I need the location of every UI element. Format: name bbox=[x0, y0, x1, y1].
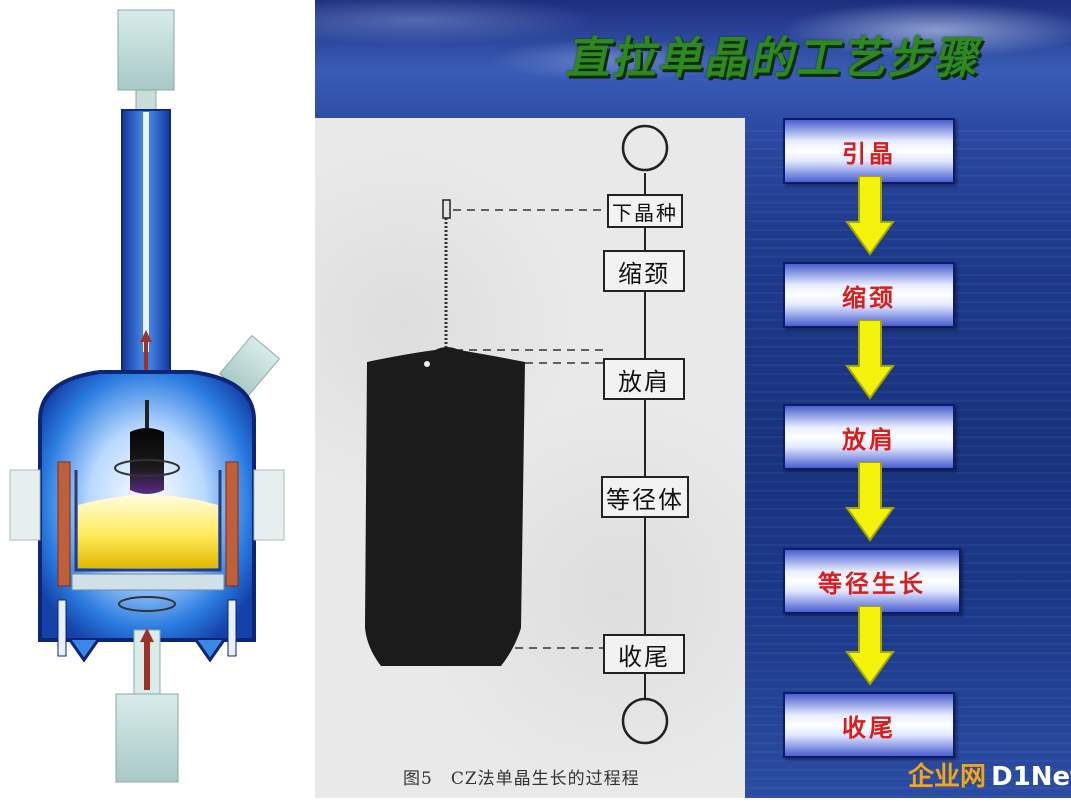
seed-crystal bbox=[442, 199, 451, 219]
top-motor-neck bbox=[135, 89, 157, 111]
stage-shoulder: 放肩 bbox=[603, 358, 685, 400]
stage-body: 等径体 bbox=[601, 476, 689, 518]
cz-process-figure: 下晶种 缩颈 放肩 等径体 收尾 图5 CZ法单晶生长的过程程 bbox=[315, 118, 745, 798]
stage-tail: 收尾 bbox=[603, 634, 685, 674]
shaft-arrow-up bbox=[140, 628, 154, 690]
figure-caption: 图5 CZ法单晶生长的过程程 bbox=[403, 769, 640, 789]
rotation-ring-top bbox=[114, 459, 180, 477]
susceptor-base bbox=[71, 573, 225, 591]
flow-arrow-1 bbox=[845, 176, 895, 256]
end-circle bbox=[621, 697, 669, 745]
flow-step-necking: 缩颈 bbox=[783, 262, 955, 328]
crucible bbox=[74, 470, 222, 572]
grown-ingot bbox=[365, 347, 525, 666]
slide-title: 直拉单晶的工艺步骤 bbox=[563, 33, 989, 84]
flow-step-shoulder: 放肩 bbox=[783, 404, 955, 470]
watermark-logo: 企业网 bbox=[908, 762, 987, 792]
flow-arrow-4 bbox=[845, 606, 895, 686]
stage-seed-down: 下晶种 bbox=[607, 194, 683, 228]
flow-arrow-3 bbox=[845, 462, 895, 542]
cz-furnace-illustration bbox=[0, 0, 315, 798]
silicon-melt bbox=[78, 495, 218, 568]
flow-arrow-2 bbox=[845, 320, 895, 400]
right-side-panel bbox=[253, 469, 285, 541]
flow-step-body-growth: 等径生长 bbox=[783, 548, 961, 614]
stage-necking: 缩颈 bbox=[603, 250, 685, 292]
bottom-nozzles bbox=[68, 639, 226, 663]
top-motor-box bbox=[117, 9, 175, 91]
left-side-panel bbox=[9, 469, 41, 541]
flow-step-seeding: 引晶 bbox=[783, 118, 955, 184]
pull-arrow-up bbox=[140, 330, 152, 372]
bottom-motor-box bbox=[115, 693, 179, 783]
right-heater bbox=[225, 461, 239, 587]
site-watermark: 企业网 D1Net bbox=[908, 756, 1071, 796]
seed-rod bbox=[145, 400, 149, 430]
flow-step-tail: 收尾 bbox=[783, 692, 955, 758]
start-circle bbox=[621, 124, 669, 172]
rotation-ring-bottom bbox=[118, 596, 176, 612]
watermark-brand: D1Net bbox=[991, 762, 1071, 792]
left-heater bbox=[57, 461, 71, 587]
